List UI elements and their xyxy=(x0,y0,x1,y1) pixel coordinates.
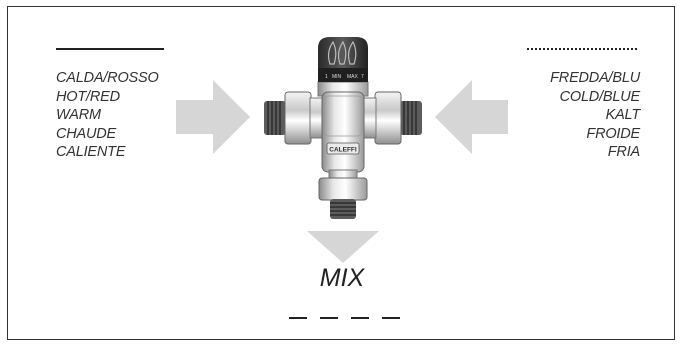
hot-label: CALIENTE xyxy=(56,144,126,160)
mix-label: MIX xyxy=(319,264,365,292)
cold-label: COLD/BLUE xyxy=(559,88,641,105)
hot-label: CALDA/ROSSO xyxy=(56,70,159,86)
brand-label: CALEFFI xyxy=(329,147,357,154)
dial-number-min: 1 xyxy=(325,74,328,80)
right-threaded-connector xyxy=(361,91,422,145)
mix-outlet-arrow xyxy=(307,231,379,263)
dial-number-max: 7 xyxy=(361,74,364,80)
dial-max-label: MAX xyxy=(347,74,359,80)
cold-label: FREDDA/BLU xyxy=(550,70,640,86)
outlet-connector xyxy=(318,169,368,219)
temperature-knob xyxy=(318,37,368,82)
cold-label: FROIDE xyxy=(586,125,640,142)
valve-body xyxy=(317,81,369,173)
left-threaded-connector xyxy=(264,91,325,145)
hot-label: HOT/RED xyxy=(56,88,120,105)
cold-label: KALT xyxy=(605,107,641,123)
brand-badge xyxy=(326,142,360,155)
hot-label: CHAUDE xyxy=(56,125,117,142)
dial-min-label: MIN xyxy=(332,74,342,80)
cold-inlet-arrow xyxy=(435,80,508,154)
hot-label: WARM xyxy=(56,107,101,123)
cold-inlet-labels: FREDDA/BLU COLD/BLUE KALT FROIDE FRIA xyxy=(550,69,640,162)
hot-inlet-labels: CALDA/ROSSO HOT/RED WARM CHAUDE CALIENTE xyxy=(56,69,159,162)
cold-label: FRIA xyxy=(607,144,640,160)
hot-inlet-arrow xyxy=(176,80,250,154)
hot-legend-solid-line xyxy=(56,48,164,50)
cold-legend-dotted-line xyxy=(527,48,637,50)
